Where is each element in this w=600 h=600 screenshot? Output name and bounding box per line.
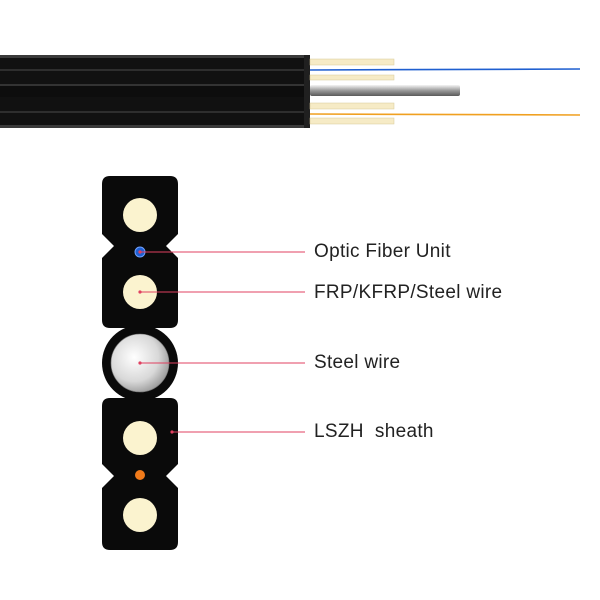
steel-sheath-body <box>0 84 308 98</box>
label-strength-member: FRP/KFRP/Steel wire <box>314 282 503 303</box>
orange-fiber-unit <box>135 470 145 480</box>
strength-member-rod <box>309 117 395 125</box>
orange-fiber <box>309 113 581 116</box>
leader-lines <box>138 250 305 434</box>
strength-member <box>123 198 157 232</box>
strength-member <box>123 421 157 455</box>
label-optic-fiber-unit: Optic Fiber Unit <box>314 241 451 262</box>
label-steel-wire: Steel wire <box>314 352 401 373</box>
cable-side-view <box>0 55 581 128</box>
strength-member-rod <box>309 58 395 66</box>
strength-member-rod <box>309 74 395 81</box>
label-sheath: LSZH sheath <box>314 421 434 442</box>
steel-wire-rod <box>310 85 460 96</box>
strength-member-rod <box>309 102 395 110</box>
strength-member <box>123 498 157 532</box>
blue-fiber <box>309 68 581 71</box>
